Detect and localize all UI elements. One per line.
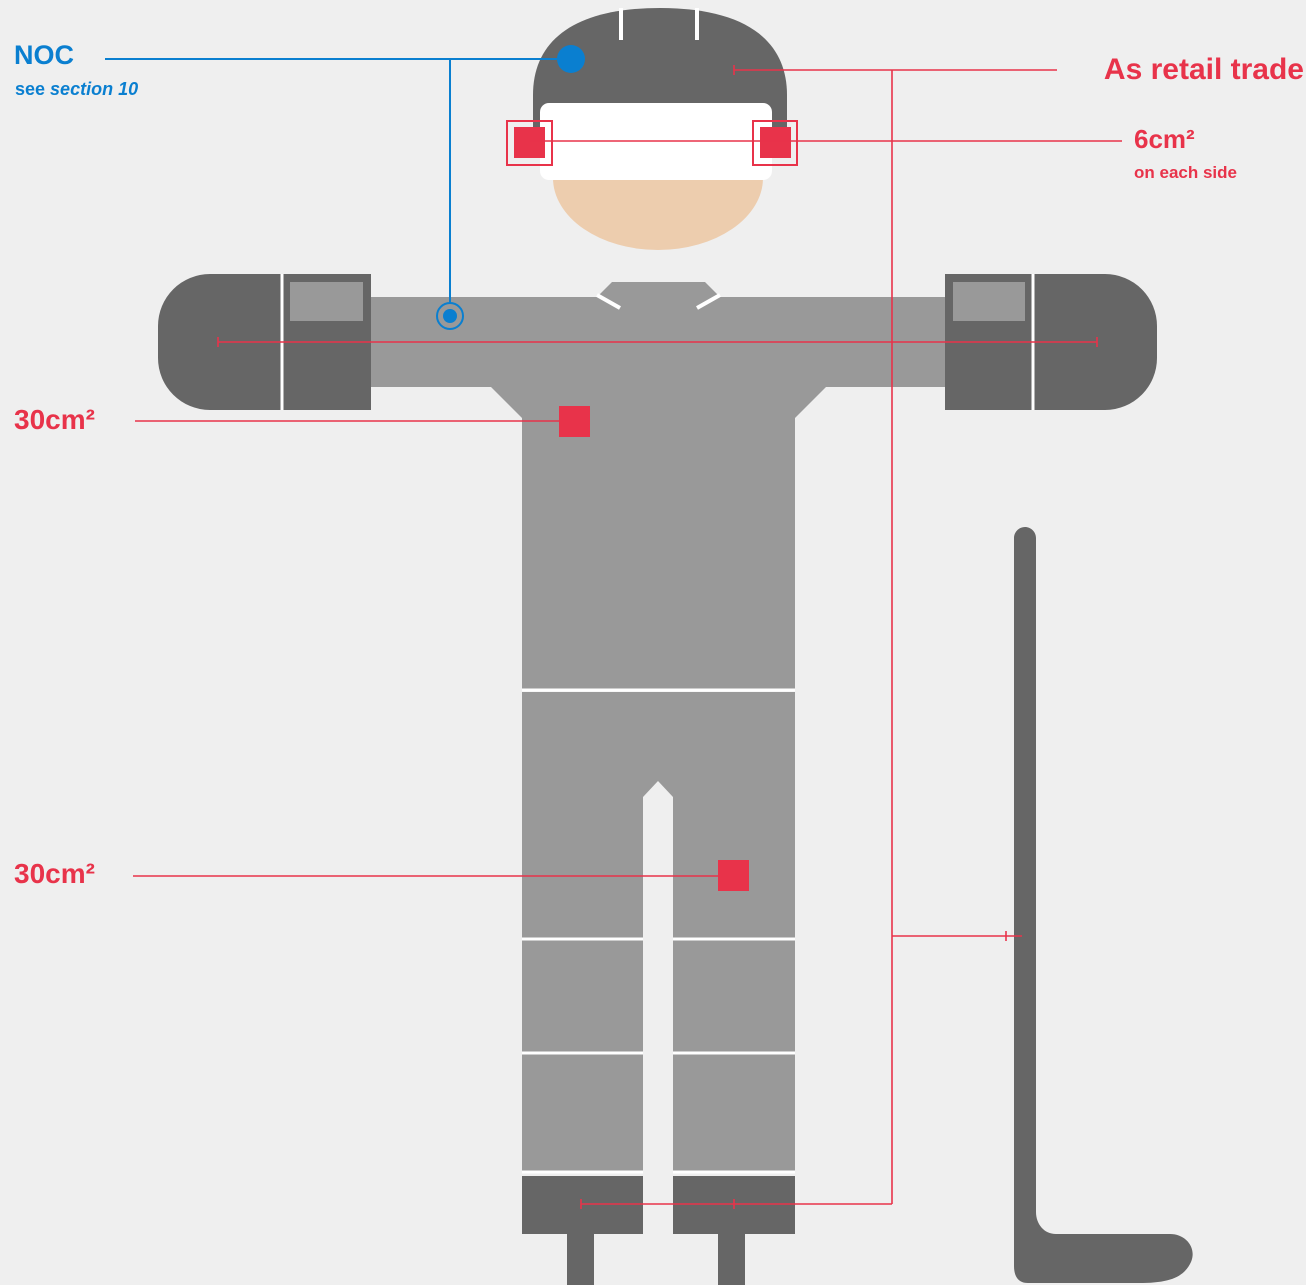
noc-sublabel-prefix: see (15, 79, 50, 99)
noc-section-reference: section 10 (50, 79, 138, 99)
right-skate (673, 1176, 795, 1285)
face (553, 178, 763, 250)
noc-leader-lines (105, 59, 557, 303)
pants (522, 692, 795, 1172)
retail-label: As retail trade (1104, 55, 1304, 85)
visor-size-sublabel: on each side (1134, 164, 1237, 181)
chest-size-label: 30cm² (14, 406, 95, 434)
visor-size-label: 6cm² (1134, 126, 1195, 152)
noc-label: NOC (14, 42, 74, 69)
thigh-size-label: 30cm² (14, 860, 95, 888)
noc-dot-helmet (557, 45, 585, 73)
thigh-logo (718, 860, 749, 891)
noc-sublabel: see section 10 (15, 80, 138, 98)
noc-dot-sleeve (443, 309, 457, 323)
hockey-stick (1014, 527, 1193, 1283)
chest-logo (559, 406, 590, 437)
left-skate (522, 1176, 643, 1285)
